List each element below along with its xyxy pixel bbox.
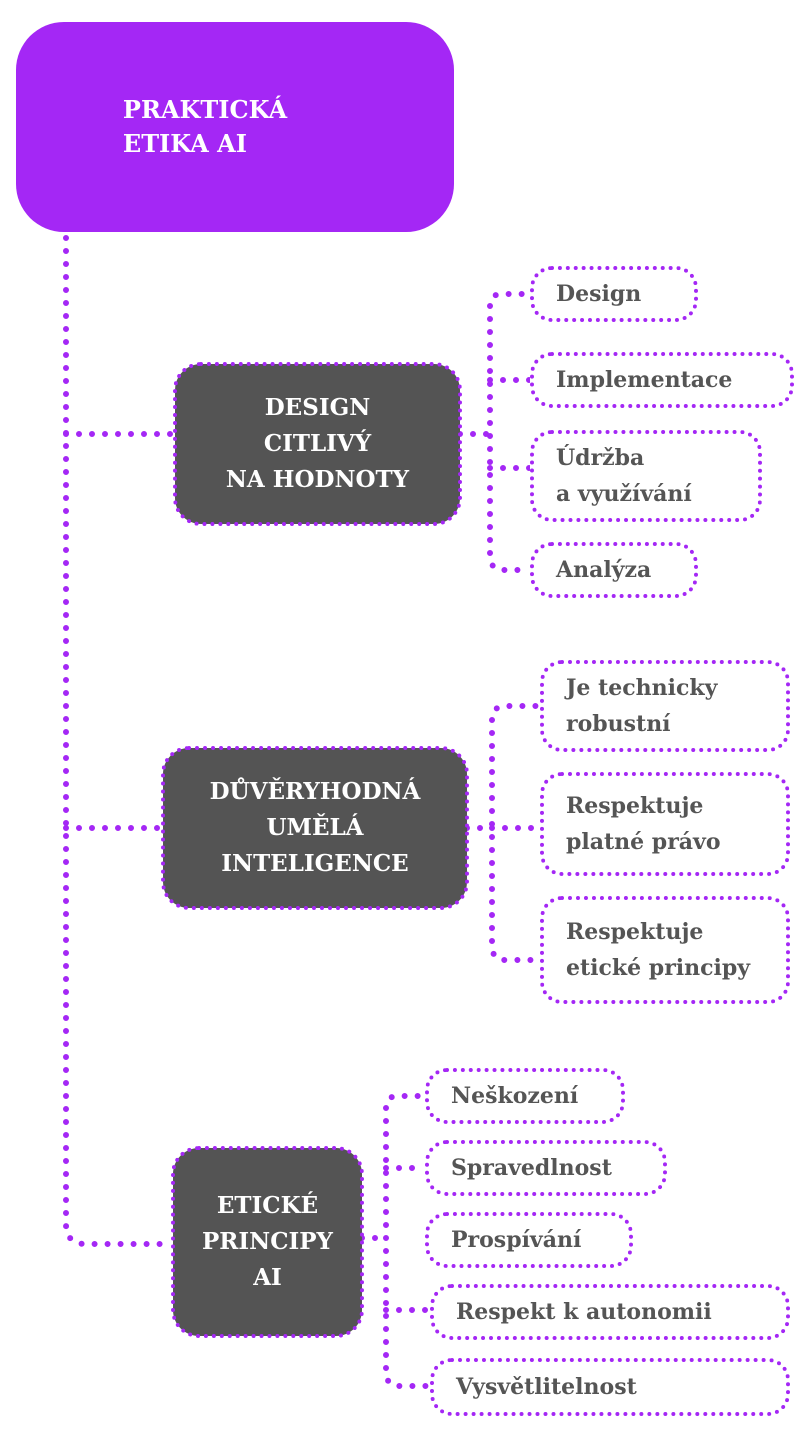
leaf-node: Respektuje platné právo	[540, 772, 790, 876]
branch-label: DESIGN CITLIVÝ NA HODNOTY	[225, 394, 410, 493]
leaf-node: Je technicky robustní	[540, 660, 790, 752]
leaf-node: Prospívání	[425, 1212, 633, 1268]
leaf-label: Design	[556, 281, 642, 307]
branch-node-ethical-principles: ETICKÉ PRINCIPY AI	[171, 1146, 364, 1338]
leaf-label: Analýza	[556, 557, 652, 583]
branch-node-trustworthy-ai: DŮVĚRYHODNÁ UMĚLÁ INTELIGENCE	[161, 746, 469, 910]
branch-3-leaf-spine	[383, 1093, 433, 1389]
leaf-label: Respekt k autonomii	[456, 1299, 712, 1325]
leaf-label: Respektuje etické principy	[566, 919, 751, 981]
leaf-label: Vysvětlitelnost	[456, 1374, 637, 1400]
leaf-label: Respektuje platné právo	[566, 793, 721, 855]
leaf-node: Neškození	[425, 1068, 625, 1124]
leaf-label: Spravedlnost	[451, 1155, 612, 1181]
root-node: PRAKTICKÁ ETIKA AI	[16, 22, 454, 232]
branch-1-leaf-spine	[487, 291, 533, 573]
leaf-label: Implementace	[556, 367, 733, 393]
leaf-node: Design	[530, 266, 698, 322]
leaf-label: Neškození	[451, 1083, 579, 1109]
branch-label: DŮVĚRYHODNÁ UMĚLÁ INTELIGENCE	[209, 778, 421, 877]
branch-2-leaf-spine	[489, 703, 543, 963]
branch-node-design: DESIGN CITLIVÝ NA HODNOTY	[173, 362, 462, 526]
leaf-node: Implementace	[530, 352, 794, 408]
trunk-connector	[63, 235, 168, 1247]
leaf-node: Spravedlnost	[425, 1140, 667, 1196]
branch-label: ETICKÉ PRINCIPY AI	[202, 1192, 333, 1291]
leaf-node: Údržba a využívání	[530, 430, 762, 522]
leaf-node: Respektuje etické principy	[540, 896, 790, 1004]
leaf-label: Je technicky robustní	[566, 675, 718, 737]
root-label: PRAKTICKÁ ETIKA AI	[122, 95, 288, 158]
leaf-label: Prospívání	[451, 1227, 582, 1253]
leaf-node: Vysvětlitelnost	[430, 1358, 790, 1416]
leaf-label: Údržba a využívání	[556, 445, 692, 507]
leaf-node: Analýza	[530, 542, 698, 598]
leaf-node: Respekt k autonomii	[430, 1284, 790, 1340]
